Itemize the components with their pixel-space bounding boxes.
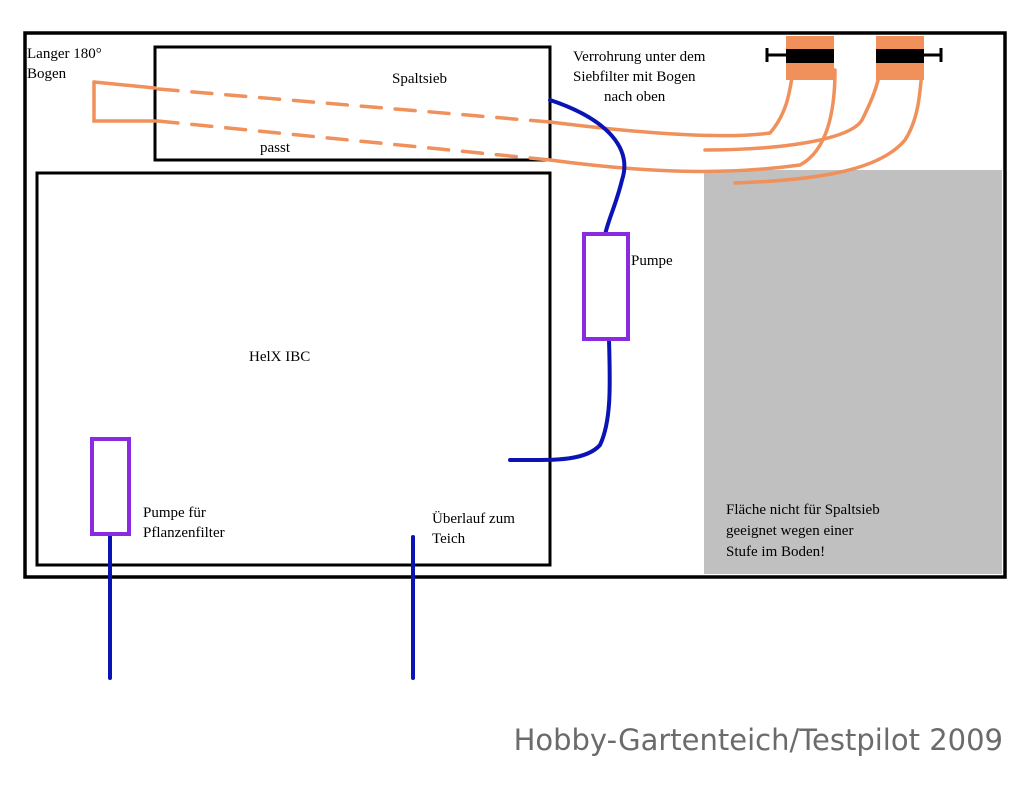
valve-right [876,36,943,80]
spaltsieb-label: Spaltsieb [392,71,447,87]
pipework [92,58,924,185]
verrohrung-label: Verrohrung unter dem Siebfilter mit Boge… [573,49,709,105]
hoses [108,98,627,680]
pipe-run-right-valve-inner [703,68,882,152]
flaeche-label: Fläche nicht für Spaltsieb geeignet wege… [726,502,883,560]
pump-pflanzenfilter [90,437,131,536]
ueberlauf-label: Überlauf zum Teich [432,510,519,547]
valve-left-band [786,49,834,63]
helx-ibc-label: HelX IBC [249,349,310,365]
valve-left [765,36,834,80]
pipe-run-right-valve-outer [733,68,924,185]
langer-bogen-label: Langer 180° Bogen [27,46,105,82]
pump-main [582,232,630,341]
valve-right-band [876,49,924,63]
pipe-run-left-valve-outer [548,68,837,174]
pumpe-pflanzenfilter-label: Pumpe für Pflanzenfilter [143,505,225,541]
hose-pump-to-spaltsieb [548,98,627,237]
pumpe-label: Pumpe [631,253,673,269]
pipe-run-left-valve-inner [548,58,797,138]
hose-pump-intake [508,337,612,463]
credit-text: Hobby-Gartenteich/Testpilot 2009 [514,723,1003,757]
pipe-bend-upper [92,80,157,90]
unsuitable-floor-area [704,170,1002,574]
spaltsieb-box [153,45,552,162]
pipe-bend-stub [92,80,157,123]
passt-label: passt [260,140,291,156]
